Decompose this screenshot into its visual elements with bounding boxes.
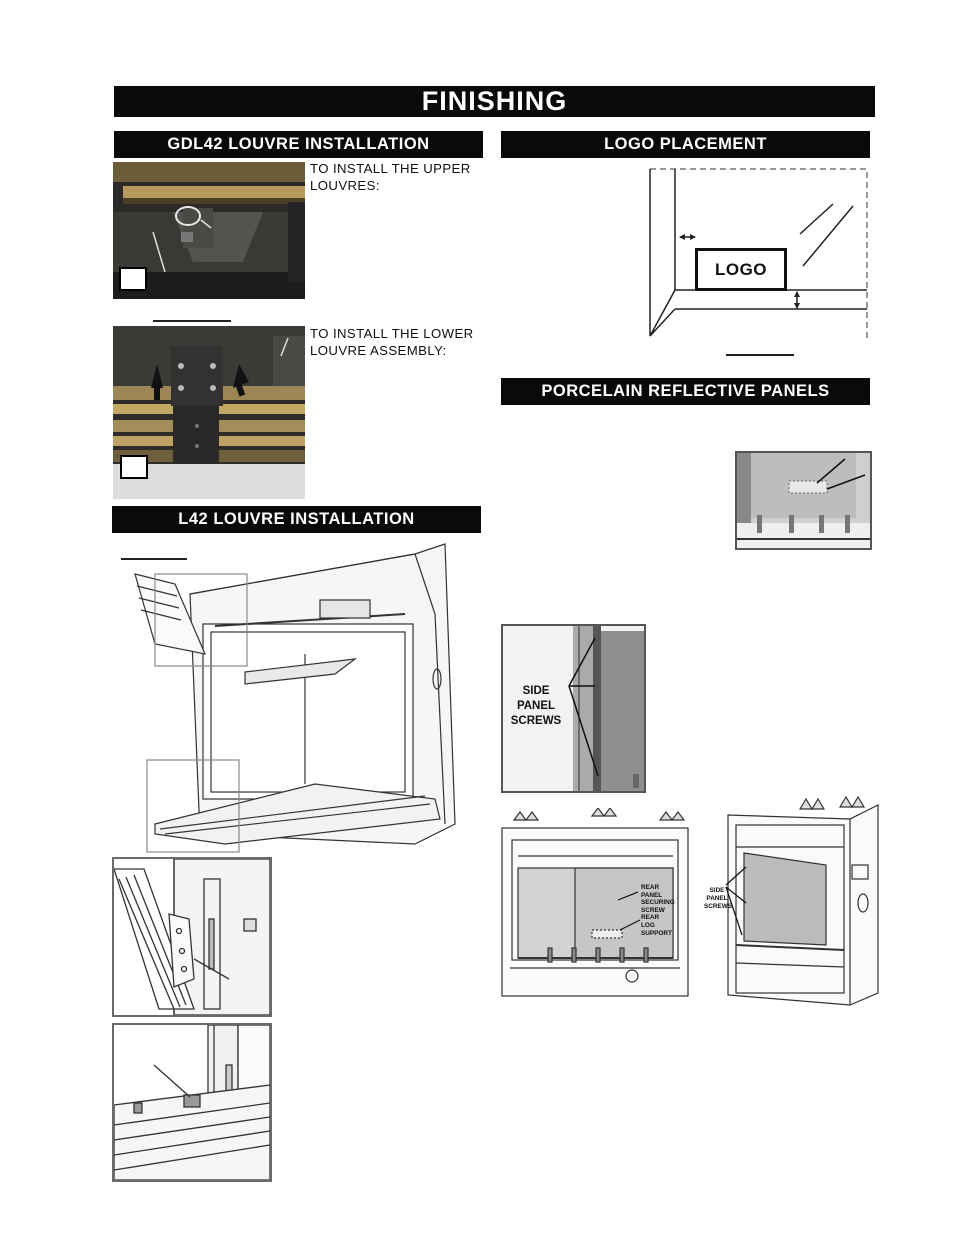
label-line: SCREWS [704, 903, 733, 910]
lower-louvre-caption: TO INSTALL THE LOWER LOUVRE ASSEMBLY: [310, 326, 474, 358]
figure-label-line [153, 320, 231, 322]
label-line: REAR [641, 914, 660, 922]
label-line: SIDE [709, 887, 725, 894]
label-line: LOG [641, 921, 655, 929]
side-panel-screws-photo [501, 624, 646, 793]
figure-label-line [726, 354, 794, 356]
page-title: FINISHING [114, 86, 875, 117]
l42-fireplace-drawing [115, 534, 475, 856]
label-line: SCREWS [510, 715, 562, 727]
logo-placement-section-title: LOGO PLACEMENT [501, 131, 870, 158]
label-line: SECURING [641, 899, 675, 907]
side-angle-drawing [700, 795, 882, 1007]
label-line: PANEL [516, 700, 556, 712]
l42-section-title: L42 LOUVRE INSTALLATION [112, 506, 481, 533]
porcelain-section-title: PORCELAIN REFLECTIVE PANELS [501, 378, 870, 405]
upper-louvre-caption: TO INSTALL THE UPPER LOUVRES: [310, 161, 471, 193]
label-line: SIDE [522, 685, 550, 697]
upper-louvre-photo [113, 162, 305, 299]
label-line: SCREW [641, 906, 665, 914]
logo-placeholder: LOGO [695, 248, 787, 291]
rear-panel-drawing [500, 808, 690, 998]
gdl42-section-title: GDL42 LOUVRE INSTALLATION [114, 131, 483, 158]
rear-panel-labels: REAR PANEL SECURING SCREW REAR LOG SUPPO… [641, 884, 686, 937]
label-line: PANEL [641, 891, 663, 899]
porcelain-rear-photo [735, 451, 872, 550]
l42-detail-lower [112, 1023, 272, 1182]
l42-detail-upper [112, 857, 272, 1017]
lower-louvre-photo [113, 326, 305, 499]
label-line: REAR [641, 884, 660, 891]
label-line: SUPPORT [641, 929, 672, 937]
label-line: PANEL [706, 895, 728, 902]
side-panel-screws-label: SIDE PANEL SCREWS [505, 684, 567, 729]
figure-label-line [121, 558, 187, 560]
side-panel-screws-small-label: SIDE PANEL SCREWS [704, 887, 733, 911]
